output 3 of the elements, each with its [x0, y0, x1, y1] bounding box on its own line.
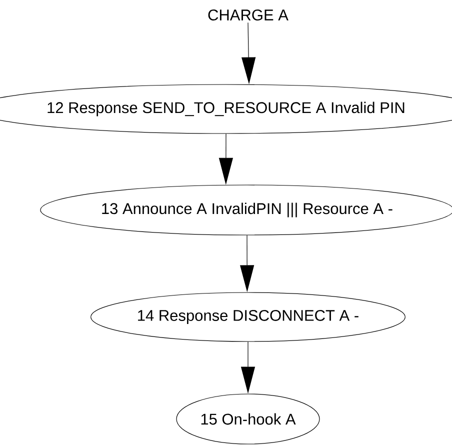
ellipse-node: 14 Response DISCONNECT A - [90, 292, 406, 342]
ellipse-node: 15 On-hook A [176, 394, 320, 444]
node-label: CHARGE A [208, 10, 288, 20]
